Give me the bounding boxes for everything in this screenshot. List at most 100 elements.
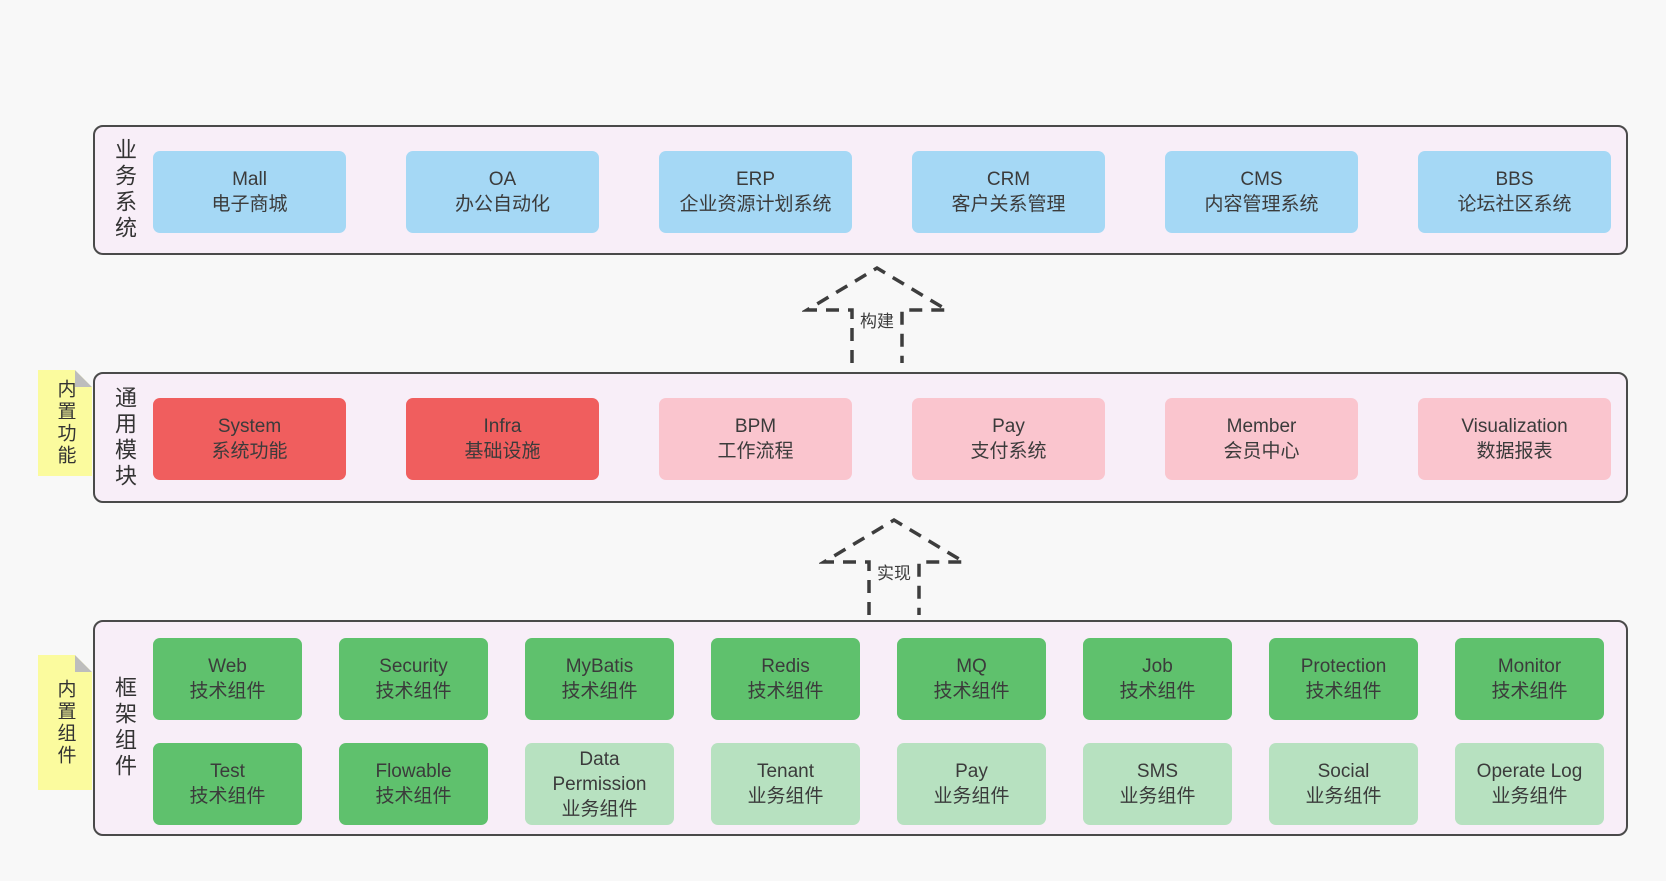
up-arrow-icon xyxy=(819,517,969,615)
box-title: ERP xyxy=(735,169,776,190)
box-monitor: Monitor 技术组件 xyxy=(1455,638,1604,720)
box-subtitle: 系统功能 xyxy=(211,441,288,462)
business-systems-label: 业务系统 xyxy=(112,138,137,242)
box-infra: Infra 基础设施 xyxy=(406,398,599,480)
box-title: Monitor xyxy=(1497,656,1562,677)
box-bbs: BBS 论坛社区系统 xyxy=(1418,151,1611,233)
box-subtitle: 支付系统 xyxy=(970,441,1047,462)
box-subtitle: 技术组件 xyxy=(375,681,452,702)
box-job: Job 技术组件 xyxy=(1083,638,1232,720)
box-subtitle: 技术组件 xyxy=(747,681,824,702)
sticky-note-built-in-features: 内置功能 xyxy=(38,370,92,476)
box-subtitle: 技术组件 xyxy=(189,681,266,702)
box-operate-log: Operate Log 业务组件 xyxy=(1455,743,1604,825)
box-title: SMS xyxy=(1136,761,1179,782)
build-arrow-label: 构建 xyxy=(857,307,897,332)
box-sms: SMS 业务组件 xyxy=(1083,743,1232,825)
box-social: Social 业务组件 xyxy=(1269,743,1418,825)
implement-arrow: 实现 xyxy=(819,515,969,615)
box-erp: ERP 企业资源计划系统 xyxy=(659,151,852,233)
box-title: Protection xyxy=(1300,656,1387,677)
box-title: Member xyxy=(1226,416,1297,437)
box-tenant: Tenant 业务组件 xyxy=(711,743,860,825)
box-member: Member 会员中心 xyxy=(1165,398,1358,480)
box-cms: CMS 内容管理系统 xyxy=(1165,151,1358,233)
box-subtitle: 业务组件 xyxy=(1491,786,1568,807)
box-subtitle: 业务组件 xyxy=(1305,786,1382,807)
box-subtitle: 内容管理系统 xyxy=(1204,194,1319,215)
framework-components-row-1: Web 技术组件 Security 技术组件 MyBatis 技术组件 Redi… xyxy=(153,638,1604,720)
business-systems-row: Mall 电子商城 OA 办公自动化 ERP 企业资源计划系统 CRM 客户关系… xyxy=(153,151,1611,233)
box-mybatis: MyBatis 技术组件 xyxy=(525,638,674,720)
sticky-note-label: 内置功能 xyxy=(54,379,76,467)
box-protection: Protection 技术组件 xyxy=(1269,638,1418,720)
box-title: Mall xyxy=(232,169,267,190)
box-web: Web 技术组件 xyxy=(153,638,302,720)
box-subtitle: 办公自动化 xyxy=(454,194,550,215)
box-oa: OA 办公自动化 xyxy=(406,151,599,233)
box-subtitle: 业务组件 xyxy=(747,786,824,807)
box-subtitle: 工作流程 xyxy=(717,441,794,462)
box-mq: MQ 技术组件 xyxy=(897,638,1046,720)
box-title: Visualization xyxy=(1461,416,1568,437)
box-title: Tenant xyxy=(756,761,815,782)
box-title: MQ xyxy=(956,656,987,677)
box-title: Pay xyxy=(992,416,1025,437)
box-title: BPM xyxy=(734,416,777,437)
box-system: System 系统功能 xyxy=(153,398,346,480)
box-title: BBS xyxy=(1495,169,1534,190)
box-mall: Mall 电子商城 xyxy=(153,151,346,233)
box-subtitle: 业务组件 xyxy=(1119,786,1196,807)
box-subtitle: 论坛社区系统 xyxy=(1457,194,1572,215)
box-subtitle: 技术组件 xyxy=(189,786,266,807)
box-title: OA xyxy=(488,169,517,190)
framework-components-label: 框架组件 xyxy=(112,676,137,780)
box-title: CMS xyxy=(1240,169,1283,190)
box-title: Pay xyxy=(955,761,988,782)
box-redis: Redis 技术组件 xyxy=(711,638,860,720)
box-subtitle: 数据报表 xyxy=(1476,441,1553,462)
box-title: Test xyxy=(210,761,245,782)
box-title: Flowable xyxy=(375,761,452,782)
box-subtitle: 基础设施 xyxy=(464,441,541,462)
business-systems-container: 业务系统 Mall 电子商城 OA 办公自动化 ERP 企业资源计划系统 CRM… xyxy=(93,125,1628,255)
common-modules-row: System 系统功能 Infra 基础设施 BPM 工作流程 Pay 支付系统… xyxy=(153,398,1611,480)
box-title: Redis xyxy=(761,656,810,677)
common-modules-label: 通用模块 xyxy=(112,385,137,490)
common-modules-container: 通用模块 System 系统功能 Infra 基础设施 BPM 工作流程 Pay… xyxy=(93,372,1628,503)
box-subtitle: 客户关系管理 xyxy=(951,194,1066,215)
box-subtitle: 业务组件 xyxy=(933,786,1010,807)
up-arrow-icon xyxy=(802,265,952,363)
box-subtitle: 技术组件 xyxy=(1119,681,1196,702)
box-visualization: Visualization 数据报表 xyxy=(1418,398,1611,480)
box-subtitle: 技术组件 xyxy=(375,786,452,807)
framework-components-container: 框架组件 Web 技术组件 Security 技术组件 MyBatis 技术组件… xyxy=(93,620,1628,836)
box-title: CRM xyxy=(986,169,1031,190)
box-subtitle: 企业资源计划系统 xyxy=(679,194,832,215)
box-title: Infra xyxy=(483,416,522,437)
box-title: System xyxy=(217,416,282,437)
box-test: Test 技术组件 xyxy=(153,743,302,825)
box-title: Web xyxy=(208,656,247,677)
box-security: Security 技术组件 xyxy=(339,638,488,720)
box-pay-module: Pay 支付系统 xyxy=(912,398,1105,480)
box-subtitle: 技术组件 xyxy=(561,681,638,702)
box-title: Data Permission xyxy=(552,748,647,795)
box-subtitle: 技术组件 xyxy=(933,681,1010,702)
box-subtitle: 电子商城 xyxy=(211,194,288,215)
sticky-note-label: 内置组件 xyxy=(54,678,76,767)
box-title: Job xyxy=(1142,656,1173,677)
box-subtitle: 会员中心 xyxy=(1223,441,1300,462)
box-title: Security xyxy=(379,656,448,677)
framework-components-row-2: Test 技术组件 Flowable 技术组件 Data Permission … xyxy=(153,743,1604,825)
box-bpm: BPM 工作流程 xyxy=(659,398,852,480)
box-title: Operate Log xyxy=(1476,761,1583,782)
box-subtitle: 业务组件 xyxy=(561,798,638,820)
box-data-permission: Data Permission 业务组件 xyxy=(525,743,674,825)
build-arrow: 构建 xyxy=(802,263,952,363)
box-subtitle: 技术组件 xyxy=(1491,681,1568,702)
box-pay-component: Pay 业务组件 xyxy=(897,743,1046,825)
box-subtitle: 技术组件 xyxy=(1305,681,1382,702)
box-title: MyBatis xyxy=(565,656,634,677)
folded-corner-icon xyxy=(75,655,92,672)
